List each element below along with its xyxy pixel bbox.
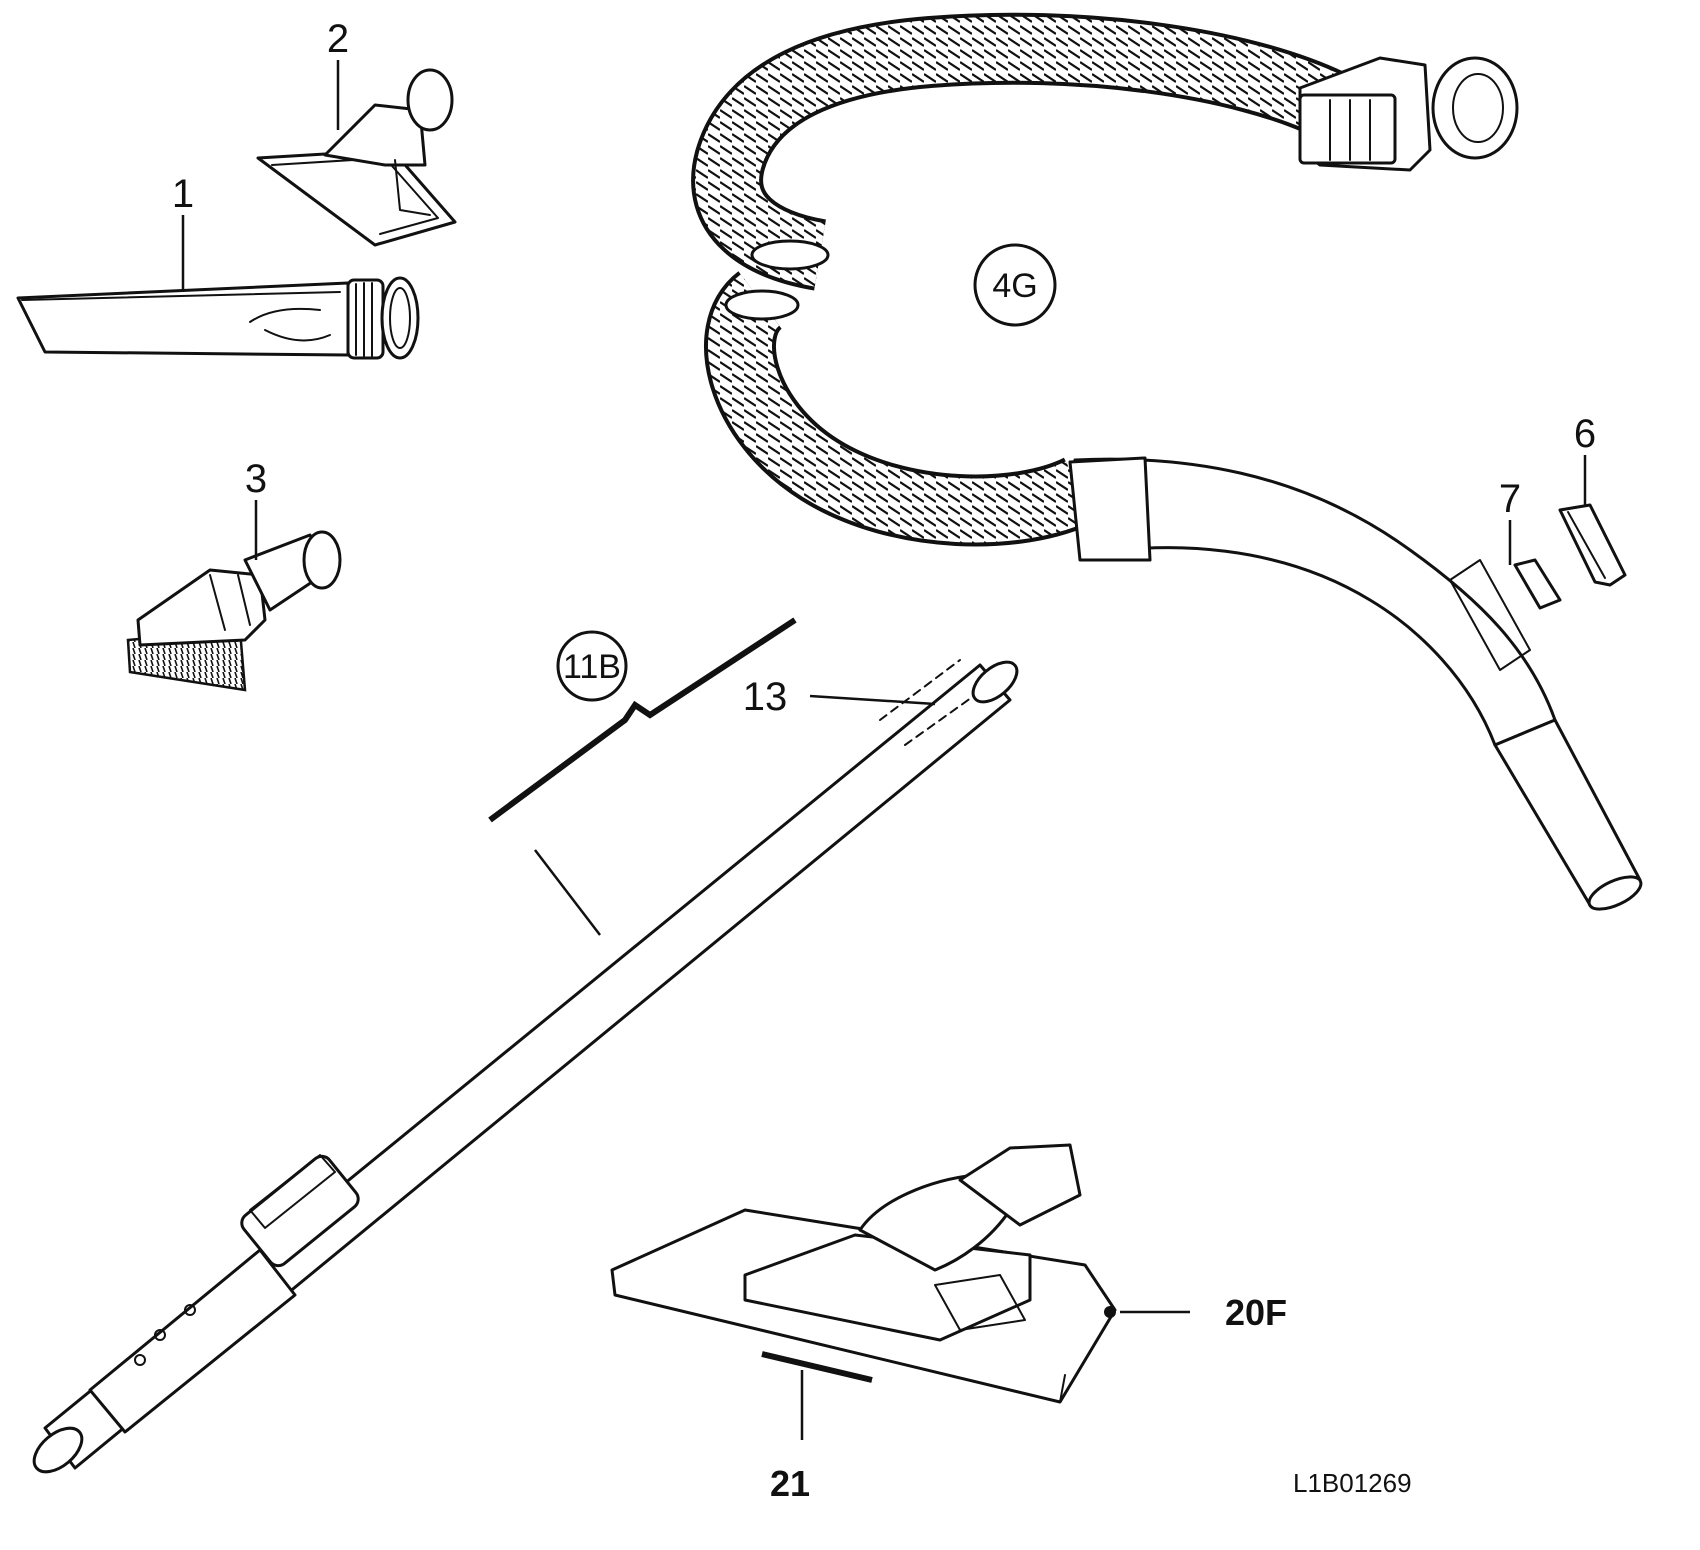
label-part-4g: 4G (992, 267, 1037, 305)
label-part-3: 3 (245, 457, 267, 501)
label-part-20f: 20F (1225, 1292, 1287, 1333)
label-part-7: 7 (1499, 477, 1521, 521)
label-part-21: 21 (770, 1463, 810, 1504)
label-part-1: 1 (172, 172, 194, 216)
hose-assembly-illustration (691, 12, 1643, 911)
label-part-11b: 11B (563, 648, 621, 686)
label-part-6: 6 (1574, 412, 1596, 456)
telescopic-tube-illustration (32, 617, 1019, 1474)
upholstery-tool-illustration (256, 60, 457, 247)
dusting-brush-illustration (126, 500, 342, 692)
label-part-2: 2 (327, 17, 349, 61)
crevice-tool-illustration (16, 215, 420, 360)
drawing-code: L1B01269 (1293, 1468, 1412, 1498)
label-part-13: 13 (743, 675, 788, 719)
floor-nozzle-illustration (610, 1143, 1190, 1440)
clip-parts-illustration (1508, 455, 1627, 610)
